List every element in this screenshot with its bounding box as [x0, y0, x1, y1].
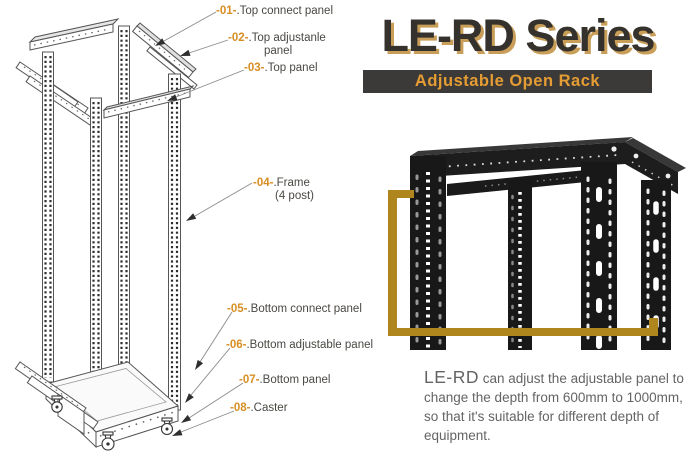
callout-07-number: -07- — [239, 374, 260, 386]
post-front-right — [168, 73, 181, 411]
callout-03: -03-.Top panel — [244, 62, 318, 75]
leader-08 — [172, 410, 235, 436]
top-left-exploded-bars — [15, 61, 99, 129]
callout-05-text: .Bottom connect panel — [247, 303, 362, 315]
callout-01-text: .Top connect panel — [236, 5, 333, 17]
leader-07 — [181, 382, 244, 423]
callout-06: -06-.Bottom adjustable panel — [226, 339, 373, 352]
post-rear-left — [42, 51, 54, 383]
callout-04-number: -04- — [253, 177, 274, 189]
leader-06 — [185, 347, 231, 403]
caster-right — [160, 417, 174, 436]
gold-frame-bottom-bar — [388, 328, 658, 336]
rack-post-inner-left — [508, 180, 532, 350]
top-connect-panel-part — [28, 18, 120, 51]
callout-08-text: .Caster — [250, 402, 288, 414]
product-description: LE-RD can adjust the adjustable panel to… — [424, 366, 691, 445]
series-title: LE-RD Series — [381, 10, 655, 61]
callout-08: -08-.Caster — [230, 402, 288, 415]
callout-05-number: -05- — [227, 303, 248, 315]
callout-01-number: -01- — [216, 5, 237, 17]
rack-post-front-left — [410, 156, 446, 350]
subtitle-bar: Adjustable Open Rack — [363, 70, 652, 93]
product-description-lead: LE-RD — [424, 366, 480, 387]
caster-left — [51, 395, 63, 413]
callout-03-text: .Top panel — [264, 62, 318, 74]
gold-frame-right-arm — [649, 318, 658, 336]
subtitle-text: Adjustable Open Rack — [414, 72, 601, 90]
callout-05: -05-.Bottom connect panel — [227, 303, 362, 316]
product-photo-rack — [410, 137, 686, 350]
callout-08-number: -08- — [230, 402, 251, 414]
rack-exploded-diagram — [14, 11, 253, 451]
leader-05 — [195, 311, 233, 370]
post-rear-right — [118, 25, 130, 369]
callout-07: -07-.Bottom panel — [239, 374, 330, 387]
callout-04-text: .Frame — [273, 177, 310, 189]
product-description-body: can adjust the adjustable panel to chang… — [424, 370, 684, 443]
callout-04-text-line2: (4 post) — [275, 190, 314, 202]
callout-06-text: .Bottom adjustable panel — [246, 339, 374, 351]
top-adjustable-panel-part — [131, 22, 198, 90]
leader-lines — [155, 11, 253, 436]
callout-02-text-line2: panel — [264, 45, 293, 57]
leader-04 — [186, 182, 253, 221]
rack-post-inner-right — [581, 162, 617, 350]
gold-frame-top-arm — [388, 190, 414, 198]
callout-07-text: .Bottom panel — [259, 374, 331, 386]
callout-02-text: .Top adjustanle — [248, 32, 326, 44]
leader-03 — [167, 69, 245, 101]
gold-frame-left-bar — [388, 190, 397, 336]
callout-03-number: -03- — [244, 62, 265, 74]
callout-02-number: -02- — [228, 32, 249, 44]
top-panel-part — [102, 85, 195, 119]
callout-06-number: -06- — [226, 339, 247, 351]
callout-04: -04-.Frame(4 post) — [253, 177, 314, 203]
leader-01 — [155, 11, 217, 46]
callout-01: -01-.Top connect panel — [216, 5, 333, 18]
leader-02 — [180, 39, 229, 56]
casters — [51, 395, 174, 451]
caster-front — [101, 431, 115, 451]
